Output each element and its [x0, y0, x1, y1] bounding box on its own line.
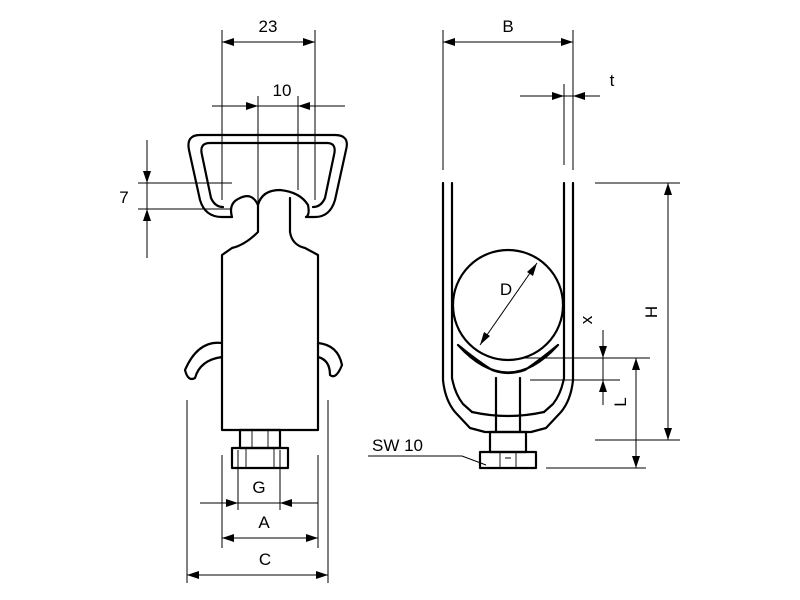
inner-post — [494, 376, 522, 434]
dimension-lines-left — [138, 30, 345, 583]
label-D: D — [500, 280, 512, 299]
right-view-left-wall — [441, 181, 487, 434]
label-x: x — [577, 315, 596, 324]
cable-circle — [451, 248, 565, 362]
nut — [230, 446, 290, 470]
bolt-shank — [238, 428, 282, 450]
label-L: L — [611, 397, 630, 406]
hanger-hooks — [229, 188, 310, 219]
left-wing — [183, 341, 224, 381]
label-sw10: SW 10 — [372, 436, 423, 455]
label-A: A — [258, 513, 270, 532]
base-plate — [470, 410, 546, 434]
right-wing — [316, 341, 344, 378]
label-C: C — [259, 550, 271, 569]
right-nut — [478, 450, 538, 470]
saddle — [456, 343, 560, 375]
right-view — [441, 181, 575, 470]
label-23: 23 — [259, 17, 278, 36]
right-view-right-wall-inner — [542, 181, 566, 414]
left-view — [183, 133, 348, 470]
clip-body — [220, 196, 320, 432]
dimension-lines-right — [368, 30, 680, 469]
labels: 23 10 7 G A C B t D x H L SW 10 — [119, 17, 661, 569]
right-view-left-wall-inner — [450, 181, 474, 414]
hanger-loop-inner — [200, 141, 336, 209]
label-t: t — [610, 71, 615, 90]
hanger-loop-outer — [187, 133, 348, 219]
label-B: B — [502, 17, 513, 36]
right-view-right-wall — [529, 181, 575, 434]
label-G: G — [252, 478, 265, 497]
right-bolt — [488, 430, 528, 454]
label-H: H — [642, 306, 661, 318]
label-7: 7 — [119, 188, 128, 207]
label-10: 10 — [273, 81, 292, 100]
